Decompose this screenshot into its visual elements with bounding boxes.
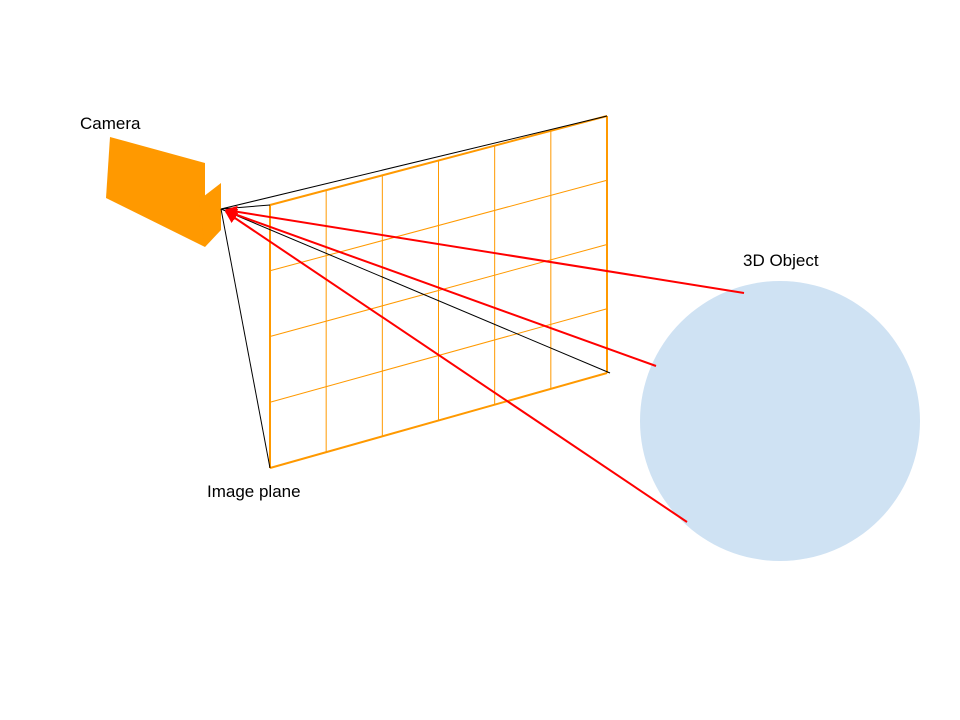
- view-frustum: [220, 115, 611, 469]
- camera-body: [106, 137, 205, 247]
- image-plane-grid: [269, 115, 608, 469]
- projection-rays: [224, 205, 745, 523]
- grid-horizontal-line: [269, 179, 608, 272]
- ray-top: [224, 205, 745, 294]
- image-plane-label: Image plane: [207, 482, 301, 501]
- ray-middle: [224, 209, 657, 367]
- grid-horizontal-line: [269, 115, 608, 206]
- frustum-line-bottom: [220, 208, 271, 469]
- frustum-line-center: [220, 208, 611, 374]
- object-label: 3D Object: [743, 251, 819, 270]
- ray-bottom: [225, 211, 688, 523]
- camera-lens: [199, 183, 221, 247]
- object-sphere: [640, 281, 920, 561]
- camera-label: Camera: [80, 114, 141, 133]
- frustum-line-top: [220, 115, 608, 210]
- grid-horizontal-line: [269, 372, 608, 469]
- camera-icon: [106, 137, 221, 247]
- grid-horizontal-line: [269, 244, 608, 337]
